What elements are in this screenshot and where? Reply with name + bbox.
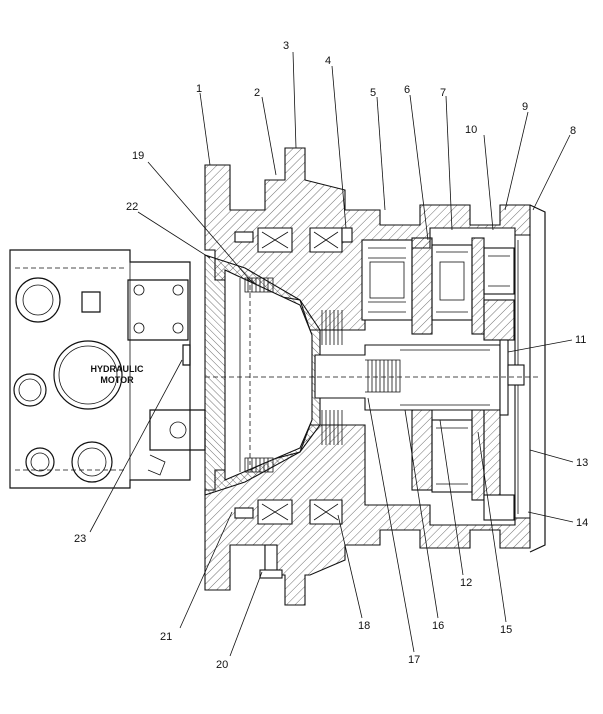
brake-springs [244,277,274,473]
callout-16: 16 [432,620,444,632]
brake-section [204,254,343,496]
callout-13: 13 [576,457,588,469]
callout-21: 21 [160,631,172,643]
callout-20: 20 [216,659,228,671]
callout-9: 9 [522,101,528,113]
hydraulic-motor: HYDRAULIC MOTOR [9,249,206,489]
callout-leaders [89,51,574,657]
motor-label-line2: MOTOR [100,375,134,385]
callout-2: 2 [254,87,260,99]
callout-23: 23 [74,533,86,545]
callout-7: 7 [440,87,446,99]
motor-label-line1: HYDRAULIC [91,364,144,374]
callout-18: 18 [358,620,370,632]
planetary-gears [361,237,515,521]
callout-4: 4 [325,55,331,67]
mounting-bolt [259,544,283,579]
callout-5: 5 [370,87,376,99]
callout-labels: 1 2 3 4 5 6 7 8 9 10 11 12 13 14 15 16 1… [74,40,588,671]
callout-15: 15 [500,624,512,636]
callout-6: 6 [404,84,410,96]
callout-22: 22 [126,201,138,213]
callout-1: 1 [196,83,202,95]
callout-19: 19 [132,150,144,162]
callout-17: 17 [408,654,420,666]
callout-11: 11 [575,334,586,346]
callout-3: 3 [283,40,289,52]
callout-14: 14 [576,517,588,529]
input-shaft [205,339,540,416]
callout-12: 12 [460,577,472,589]
callout-10: 10 [465,124,477,136]
callout-8: 8 [570,125,576,137]
main-bearings [234,227,353,525]
brake-discs [321,310,343,445]
